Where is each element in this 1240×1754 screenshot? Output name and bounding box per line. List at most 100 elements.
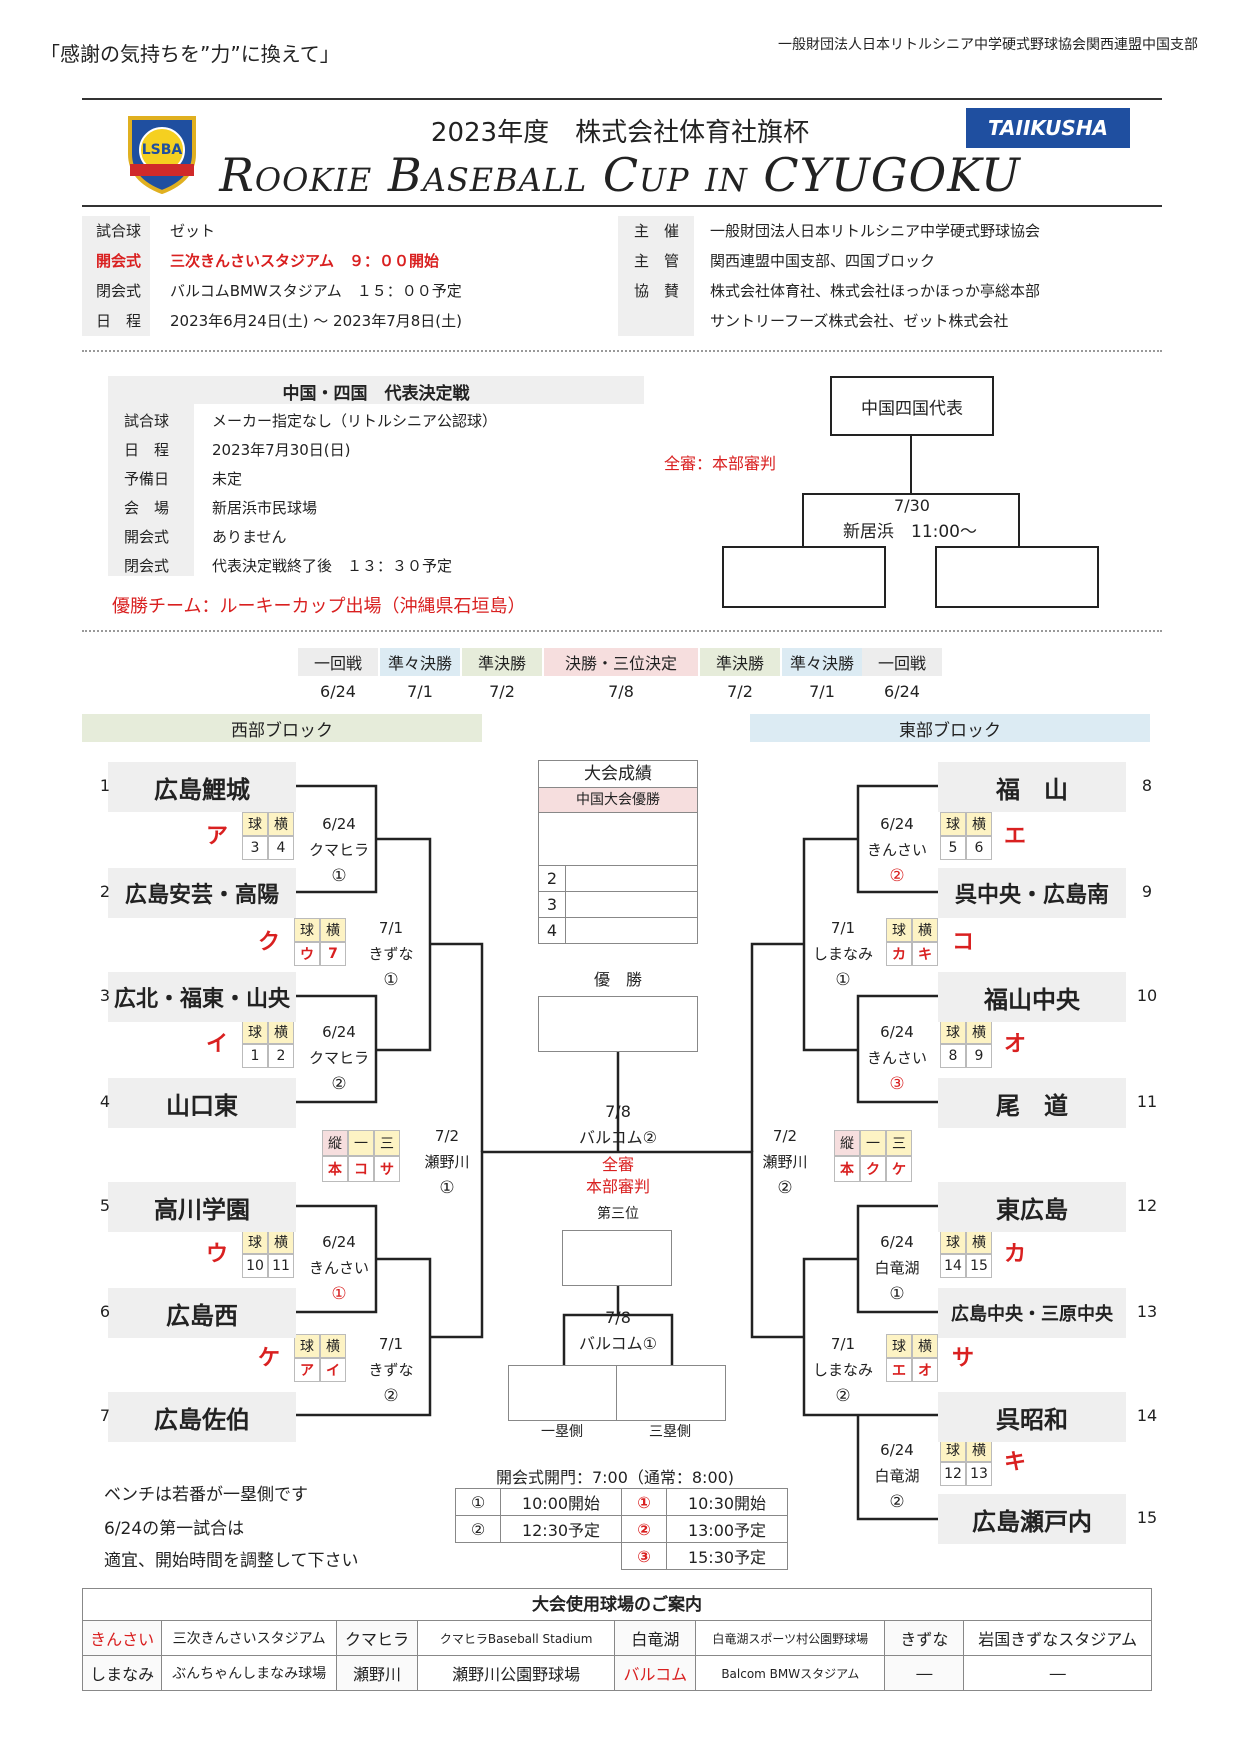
divider-1 xyxy=(82,350,1162,352)
match-a-ball: 3 xyxy=(242,836,268,860)
rep-value: メーカー指定なし（リトルシニア公認球） xyxy=(212,412,498,430)
year-title: 2023年度 株式会社体育社旗杯 xyxy=(430,118,810,148)
results-place-row: 2 xyxy=(539,866,697,892)
match-ko-date: 7/1 xyxy=(830,919,856,937)
match-i-code: イ xyxy=(206,1032,229,1057)
third-place-box[interactable] xyxy=(562,1230,672,1286)
time-cell-c: ② xyxy=(621,1515,667,1543)
time-cell-b xyxy=(501,1543,622,1570)
semi_e-num: ② xyxy=(777,1178,793,1198)
side-label: 横 xyxy=(320,1334,346,1358)
team-number-7: 7 xyxy=(99,1406,111,1425)
match-a-date: 6/24 xyxy=(322,815,356,833)
match-ku-ball: ウ xyxy=(294,942,320,966)
match-ku-side: 7 xyxy=(320,942,346,966)
info-right-label: 主 管 xyxy=(634,252,680,270)
venue-cell: きんさい xyxy=(81,1620,163,1656)
match-o-ball: 8 xyxy=(940,1044,966,1068)
results-place-row: 4 xyxy=(539,918,697,943)
match-ku-code: ク xyxy=(258,930,281,955)
info-right-value: 株式会社体育社、株式会社ほっかほっか亭総本部 xyxy=(710,282,1041,300)
team-15[interactable]: 広島瀬戸内 xyxy=(938,1494,1126,1544)
taiikusha-logo: TAIIKUSHA xyxy=(966,108,1130,148)
venue-cell: ぶんちゃんしまなみ球場 xyxy=(161,1655,337,1691)
rep-team-box-right[interactable] xyxy=(935,546,1099,608)
team-number-5: 5 xyxy=(99,1196,111,1215)
east-block: 東部ブロック xyxy=(750,714,1150,742)
rep-label: 開会式 xyxy=(124,528,170,546)
team-number-4: 4 xyxy=(99,1092,111,1111)
match-a-code: ア xyxy=(206,824,229,849)
rep-date: 7/30 xyxy=(894,496,930,515)
ball-label: 球 xyxy=(294,918,320,942)
team-13[interactable]: 広島中央・三原中央 xyxy=(938,1288,1126,1338)
taiikusha-logo-text: TAIIKUSHA xyxy=(987,116,1109,140)
third-venue: バルコム① xyxy=(578,1334,658,1353)
rep-team-box-left[interactable] xyxy=(722,546,886,608)
round-name: 準々決勝 xyxy=(380,648,460,676)
team-7[interactable]: 広島佐伯 xyxy=(108,1392,296,1442)
team-5[interactable]: 高川学園 xyxy=(108,1182,296,1232)
round-name: 一回戦 xyxy=(298,648,378,676)
team-number-11: 11 xyxy=(1136,1092,1158,1111)
semi-box-west-h2: 一 xyxy=(348,1130,374,1156)
venue-cell: Balcom BMWスタジアム xyxy=(695,1655,886,1691)
team-4[interactable]: 山口東 xyxy=(108,1078,296,1128)
time-cell-d: 13:00予定 xyxy=(666,1515,788,1543)
logo-text: LSBA xyxy=(141,142,183,158)
match-sa-num: ② xyxy=(835,1386,851,1406)
semi-box-east-v1: 本 xyxy=(834,1156,860,1182)
match-ku-num: ① xyxy=(383,970,399,990)
team-number-14: 14 xyxy=(1136,1406,1158,1425)
team-2[interactable]: 広島安芸・高陽 xyxy=(108,868,296,918)
match-ku-date: 7/1 xyxy=(378,919,404,937)
team-number-15: 15 xyxy=(1136,1508,1158,1527)
venue-cell: 白竜湖スポーツ村公園野球場 xyxy=(695,1620,886,1656)
match-a-venue: クマヒラ xyxy=(308,841,369,859)
rep-label-bg xyxy=(108,404,194,576)
round-name: 決勝・三位決定 xyxy=(544,648,698,676)
team-9[interactable]: 呉中央・広島南 xyxy=(938,868,1126,918)
match-sa-code: サ xyxy=(952,1346,975,1371)
round-date: 7/2 xyxy=(489,681,515,701)
first-base-side: 一塁側 xyxy=(541,1424,583,1440)
match-ke-venue: きずな xyxy=(368,1361,414,1379)
info-right-value: サントリーフーズ株式会社、ゼット株式会社 xyxy=(710,312,1009,330)
round-name: 準々決勝 xyxy=(782,648,862,676)
info-left-label: 試合球 xyxy=(96,222,142,240)
match-ke-code: ケ xyxy=(258,1346,281,1371)
team-8[interactable]: 福 山 xyxy=(938,762,1126,812)
semi-box-east-h3: 三 xyxy=(886,1130,912,1156)
team-3[interactable]: 広北・福東・山央 xyxy=(108,972,296,1022)
match-ko-num: ① xyxy=(835,970,851,990)
results-place-num: 2 xyxy=(539,866,566,891)
champion-box[interactable] xyxy=(538,996,698,1052)
semi_e-venue: 瀬野川 xyxy=(762,1153,808,1171)
team-6[interactable]: 広島西 xyxy=(108,1288,296,1338)
match-ku-venue: きずな xyxy=(368,945,414,963)
team-12[interactable]: 東広島 xyxy=(938,1182,1126,1232)
match-ko-side: キ xyxy=(912,942,938,966)
match-e-code: エ xyxy=(1004,824,1027,849)
results-champion-slot xyxy=(539,813,697,866)
match-ka-ball: 14 xyxy=(940,1254,966,1278)
round-name: 準決勝 xyxy=(700,648,780,676)
note-3: 適宜、開始時間を調整して下さい xyxy=(104,1551,359,1571)
round-date: 7/2 xyxy=(727,681,753,701)
third-match-box xyxy=(508,1365,726,1421)
team-10[interactable]: 福山中央 xyxy=(938,972,1126,1022)
organizer-top: 一般財団法人日本リトルシニア中学硬式野球協会関西連盟中国支部 xyxy=(778,37,1198,53)
team-1[interactable]: 広島鯉城 xyxy=(108,762,296,812)
match-u-venue: きんさい xyxy=(308,1259,369,1277)
ball-label: 球 xyxy=(940,812,966,836)
match-o-venue: きんさい xyxy=(866,1049,927,1067)
team-14[interactable]: 呉昭和 xyxy=(938,1392,1126,1442)
match-o-num: ③ xyxy=(889,1074,905,1094)
info-left-value: 三次きんさいスタジアム ９：００開始 xyxy=(170,252,439,270)
team-11[interactable]: 尾 道 xyxy=(938,1078,1126,1128)
